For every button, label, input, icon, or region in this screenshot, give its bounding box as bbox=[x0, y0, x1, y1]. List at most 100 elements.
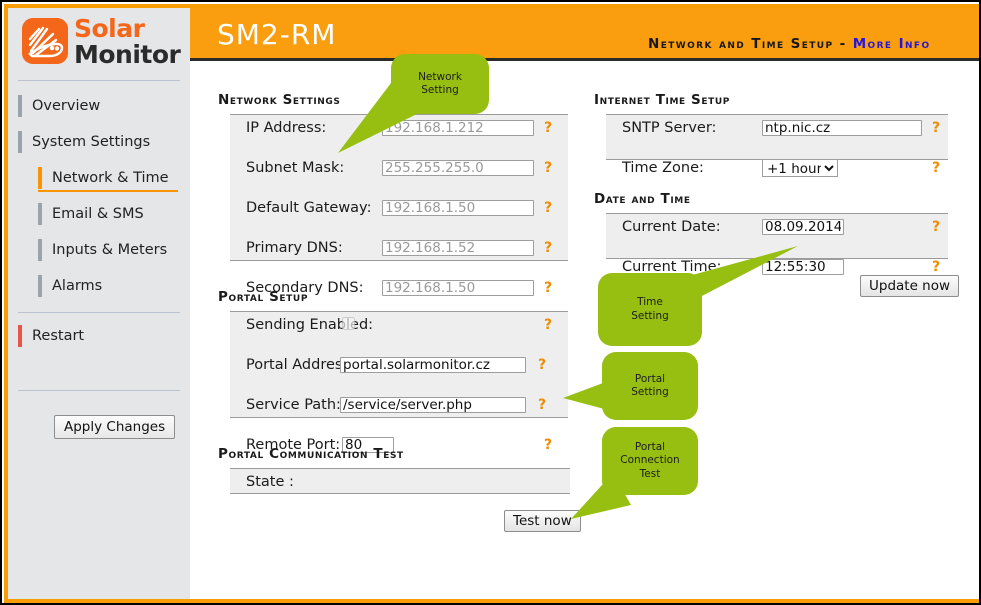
remote-port-input[interactable] bbox=[342, 437, 394, 453]
sidebar: Solar Monitor Overview System Settings N… bbox=[8, 8, 190, 599]
label-test-state: State : bbox=[246, 474, 294, 490]
sidebar-item-inputs-and-meters[interactable]: Inputs & Meters bbox=[38, 238, 167, 262]
label-default-gateway: Default Gateway: bbox=[246, 200, 372, 216]
device-title: SM2-RM bbox=[217, 18, 337, 51]
row-time-zone: Time Zone: +1 hours ? bbox=[606, 158, 948, 178]
row-service-path: Service Path: ? bbox=[230, 395, 568, 415]
label-service-path: Service Path: bbox=[246, 397, 341, 413]
sending-enabled-checkbox[interactable] bbox=[342, 317, 355, 330]
label-primary-dns: Primary DNS: bbox=[246, 240, 343, 256]
current-date-input[interactable] bbox=[762, 219, 844, 235]
header-underline bbox=[190, 58, 979, 61]
sidebar-item-label: Inputs & Meters bbox=[52, 242, 168, 258]
help-icon-primary-dns[interactable]: ? bbox=[544, 240, 553, 256]
sidebar-item-email-and-sms[interactable]: Email & SMS bbox=[38, 202, 144, 226]
sidebar-divider-top bbox=[18, 80, 180, 81]
help-icon-current-time[interactable]: ? bbox=[932, 259, 941, 275]
logo-solar-text: Solar bbox=[74, 14, 145, 43]
test-now-button[interactable]: Test now bbox=[504, 510, 581, 532]
portal-address-input[interactable] bbox=[340, 357, 526, 373]
portal-setup-panel: Sending Enabled: ? Portal Address: ? Ser… bbox=[230, 311, 568, 493]
row-sending-enabled: Sending Enabled: ? bbox=[230, 315, 568, 335]
row-subnet-mask: Subnet Mask: ? bbox=[230, 158, 568, 178]
subnet-mask-input[interactable] bbox=[382, 160, 534, 176]
sidebar-divider-bottom bbox=[18, 390, 180, 391]
logo-monitor-text: Monitor bbox=[74, 40, 181, 69]
row-default-gateway: Default Gateway: ? bbox=[230, 198, 568, 218]
sidebar-item-restart[interactable]: Restart bbox=[18, 324, 84, 348]
sidebar-item-label: Restart bbox=[32, 328, 85, 344]
sidebar-item-label: Alarms bbox=[52, 278, 103, 294]
label-portal-address: Portal Address: bbox=[246, 357, 355, 373]
help-icon-portal-address[interactable]: ? bbox=[538, 357, 547, 373]
sntp-server-input[interactable] bbox=[762, 120, 922, 136]
portal-test-title: Portal Communication Test bbox=[218, 446, 404, 462]
more-info-link[interactable]: More Info bbox=[852, 36, 931, 52]
apply-changes-button[interactable]: Apply Changes bbox=[54, 415, 176, 439]
sidebar-item-overview[interactable]: Overview bbox=[18, 94, 100, 118]
internet-time-panel: SNTP Server: ? Time Zone: +1 hours ? bbox=[606, 114, 948, 177]
label-current-time: Current Time: bbox=[622, 259, 722, 275]
sidebar-item-network-and-time[interactable]: Network & Time bbox=[38, 166, 169, 190]
label-ip-address: IP Address: bbox=[246, 120, 327, 136]
help-icon-current-date[interactable]: ? bbox=[932, 219, 941, 235]
help-icon-subnet-mask[interactable]: ? bbox=[544, 160, 553, 176]
label-time-zone: Time Zone: bbox=[622, 160, 704, 176]
page-frame: Solar Monitor Overview System Settings N… bbox=[4, 4, 979, 603]
help-icon-ip-address[interactable]: ? bbox=[544, 120, 553, 136]
nav-marker-danger-icon bbox=[18, 325, 22, 347]
time-zone-select[interactable]: +1 hours bbox=[762, 159, 838, 177]
help-icon-sending-enabled[interactable]: ? bbox=[544, 317, 553, 333]
help-icon-time-zone[interactable]: ? bbox=[932, 160, 941, 176]
label-secondary-dns: Secondary DNS: bbox=[246, 280, 364, 296]
header-bar: SM2-RM bbox=[190, 8, 979, 58]
network-settings-title: Network Settings bbox=[218, 92, 341, 108]
sidebar-item-label: System Settings bbox=[32, 134, 151, 150]
row-ip-address: IP Address: ? bbox=[230, 118, 568, 138]
sidebar-item-label: Email & SMS bbox=[52, 206, 144, 222]
nav-marker-icon bbox=[38, 239, 42, 261]
help-icon-default-gateway[interactable]: ? bbox=[544, 200, 553, 216]
sidebar-item-alarms[interactable]: Alarms bbox=[38, 274, 102, 298]
update-now-button[interactable]: Update now bbox=[860, 275, 960, 297]
help-icon-sntp-server[interactable]: ? bbox=[932, 120, 941, 136]
primary-dns-input[interactable] bbox=[382, 240, 534, 256]
internet-time-title: Internet Time Setup bbox=[594, 92, 730, 108]
current-time-input[interactable] bbox=[762, 259, 844, 275]
default-gateway-input[interactable] bbox=[382, 200, 534, 216]
portal-test-panel: State : bbox=[230, 468, 570, 494]
row-portal-address: Portal Address: ? bbox=[230, 355, 568, 375]
date-time-title: Date and Time bbox=[594, 191, 691, 207]
service-path-input[interactable] bbox=[340, 397, 526, 413]
row-secondary-dns: Secondary DNS: ? bbox=[230, 278, 568, 298]
row-current-time: Current Time: ? bbox=[606, 257, 948, 277]
logo[interactable]: Solar Monitor bbox=[22, 14, 182, 72]
row-sntp-server: SNTP Server: ? bbox=[606, 118, 948, 138]
label-sntp-server: SNTP Server: bbox=[622, 120, 717, 136]
row-primary-dns: Primary DNS: ? bbox=[230, 238, 568, 258]
page-title-text: Network and Time Setup - bbox=[648, 36, 853, 52]
help-icon-secondary-dns[interactable]: ? bbox=[544, 280, 553, 296]
sidebar-divider-mid bbox=[18, 312, 180, 313]
row-remote-port: Remote Port: ? bbox=[230, 435, 568, 455]
secondary-dns-input[interactable] bbox=[382, 280, 534, 296]
nav-marker-icon bbox=[38, 203, 42, 225]
page-title: Network and Time Setup - More Info bbox=[648, 36, 959, 52]
row-test-state: State : bbox=[230, 472, 570, 492]
help-icon-remote-port[interactable]: ? bbox=[544, 437, 553, 453]
sidebar-active-underline bbox=[38, 190, 178, 192]
label-current-date: Current Date: bbox=[622, 219, 721, 235]
sidebar-item-system-settings[interactable]: System Settings bbox=[18, 130, 150, 154]
label-remote-port: Remote Port: bbox=[246, 437, 341, 453]
help-icon-service-path[interactable]: ? bbox=[538, 397, 547, 413]
nav-marker-active-icon bbox=[38, 167, 42, 189]
ip-address-input[interactable] bbox=[382, 120, 534, 136]
row-current-date: Current Date: ? bbox=[606, 217, 948, 237]
